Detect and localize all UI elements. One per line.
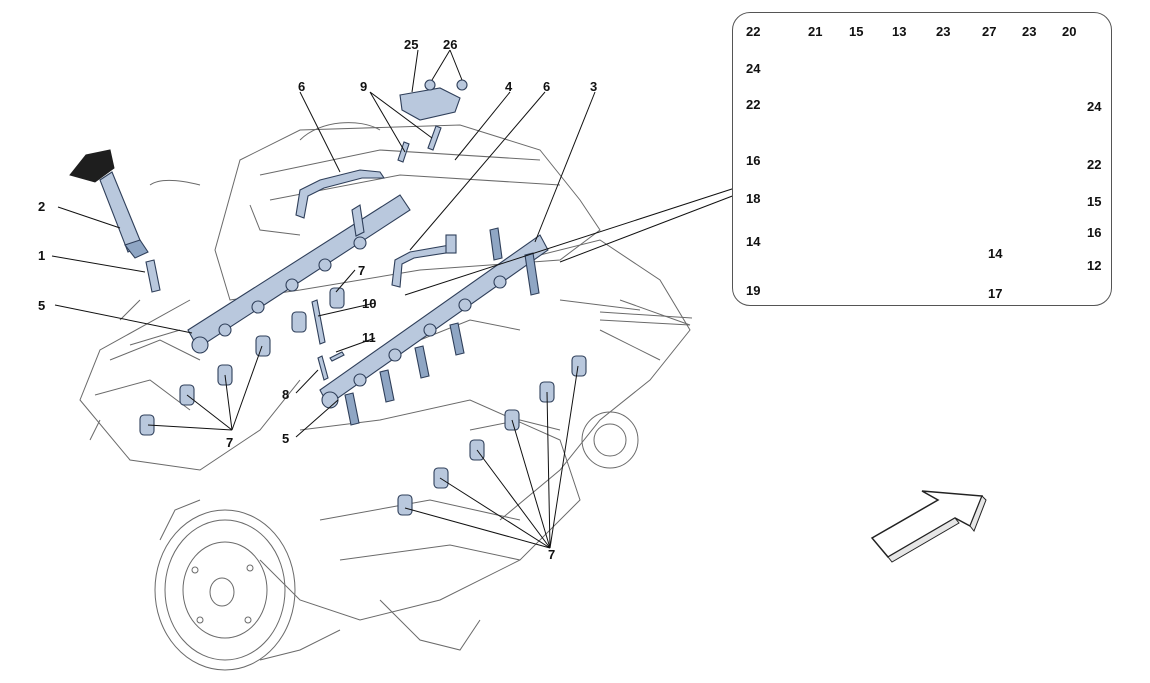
inset-callout-15: 15 [1087,194,1102,209]
ignition-coil [69,149,149,259]
inset-callout-20: 20 [1062,24,1077,39]
bracket-25 [399,87,461,121]
leader-lines [51,49,596,549]
bolt-11 [329,351,345,362]
nut-26-a [424,79,436,91]
callout-11: 11 [362,330,376,345]
inset-callout-15: 15 [849,24,864,39]
inset-callout-16: 16 [1087,225,1102,240]
injectors [344,227,540,426]
callout-6: 6 [543,79,551,94]
fuel-pipe-fitting [445,234,457,254]
callout-1: 1 [38,248,46,263]
inset-callout-14: 14 [746,234,761,249]
callout-7: 7 [548,547,556,562]
callout-7: 7 [226,435,234,450]
callout-9: 9 [360,79,368,94]
inset-callout-17: 17 [988,286,1003,301]
inset-callout-27: 27 [982,24,997,39]
callout-6: 6 [298,79,306,94]
callout-10: 10 [362,296,377,311]
screws-9 [397,125,442,163]
callout-7: 7 [358,263,366,278]
callout-26: 26 [443,37,458,52]
callout-4: 4 [505,79,513,94]
inset-callout-21: 21 [808,24,823,39]
front-direction-arrow-icon [870,490,987,563]
bolt-10 [311,299,326,345]
inset-callout-14: 14 [988,246,1003,261]
inset-callout-16: 16 [746,153,761,168]
inset-callout-19: 19 [746,283,761,298]
bolt-8 [317,355,329,381]
fuel-rail-right [319,234,549,409]
callout-8: 8 [282,387,290,402]
callout-5: 5 [282,431,290,446]
inset-callout-22: 22 [746,24,761,39]
inset-callout-24: 24 [1087,99,1102,114]
fuel-pipe-6-right [391,244,453,288]
inset-callout-13: 13 [892,24,907,39]
callout-5: 5 [38,298,46,313]
nut-26-b [456,79,468,91]
callout-25: 25 [404,37,419,52]
callout-3: 3 [590,79,598,94]
spacers-7-right [397,355,587,516]
fuel-pipe-6-left [295,169,386,219]
inset-callout-18: 18 [746,191,761,206]
fuel-pump-detail-inset [732,12,1112,306]
inset-callout-23: 23 [936,24,951,39]
inset-callout-23: 23 [1022,24,1037,39]
inset-callout-22: 22 [746,97,761,112]
spark-plug [145,259,161,293]
fuel-rail-left [187,194,411,354]
spacers-7-left [139,287,345,436]
inset-callout-22: 22 [1087,157,1102,172]
callout-2: 2 [38,199,46,214]
inset-callout-24: 24 [746,61,761,76]
inset-callout-12: 12 [1087,258,1102,273]
